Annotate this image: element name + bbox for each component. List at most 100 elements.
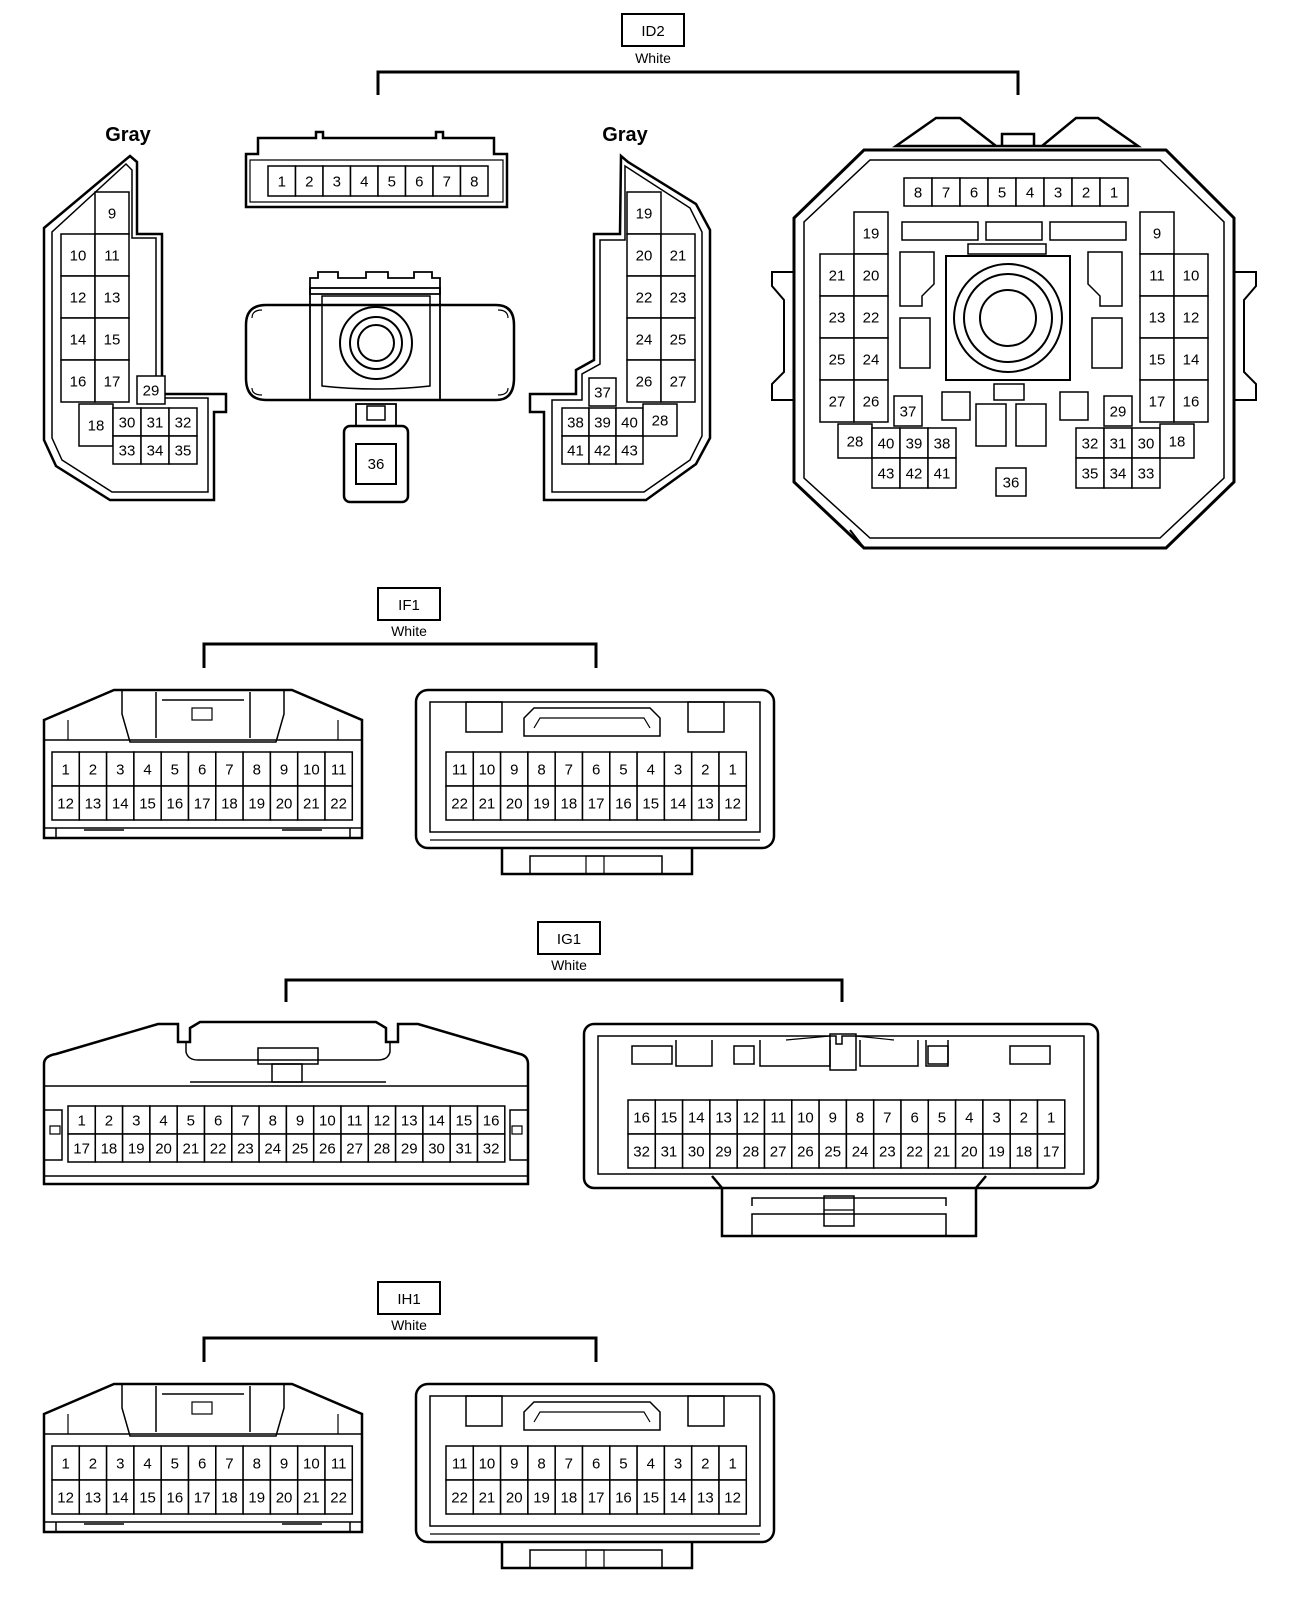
id2-round-housing <box>244 271 516 504</box>
id2-gray-left-pin-10 <box>60 233 96 277</box>
ig1-left-pin-3-label: 3 <box>132 1112 140 1129</box>
id2-top-pin-1 <box>267 165 297 197</box>
id2-top-pin-1-label: 1 <box>278 173 286 190</box>
id2-big-pin-4-label: 4 <box>1026 184 1034 201</box>
ig1-left-pin-14-label: 14 <box>428 1112 445 1129</box>
ig1-right-pin-10-label: 10 <box>797 1109 814 1126</box>
id2-big-pin-29-label: 29 <box>1110 403 1127 420</box>
id2-gray-left-pin-29-label: 29 <box>143 383 160 400</box>
ig1-left-pin-16-label: 16 <box>483 1112 500 1129</box>
if1-left-pin-22-label: 22 <box>330 795 347 812</box>
id2-big-pin-2 <box>1071 177 1101 207</box>
id2-big-pin-41-label: 41 <box>934 465 951 482</box>
ih1-left-pin-22-label: 22 <box>330 1489 347 1506</box>
if1-color-label: White <box>391 623 427 639</box>
id2-big-pin-16 <box>1173 379 1209 423</box>
id2-gray-left-pin-33-label: 33 <box>119 443 136 460</box>
id2-big-pin-7 <box>931 177 961 207</box>
id2-big-pin-40-label: 40 <box>878 435 895 452</box>
if1-left-pin-14-label: 14 <box>112 795 129 812</box>
ih1-right-pin-7-label: 7 <box>565 1455 573 1472</box>
id2-big-pin-11 <box>1139 253 1175 297</box>
id2-gray-right-pin-27-label: 27 <box>670 373 687 390</box>
ig1-left-pin-19 <box>121 1133 151 1163</box>
ig1-code-box <box>537 921 601 955</box>
id2-big-pin-19-label: 19 <box>863 225 880 242</box>
ig1-left-pin-5 <box>176 1105 206 1135</box>
ig1-color-label: White <box>551 957 587 973</box>
if1-left-pin-14 <box>105 785 135 821</box>
ig1-right-pin-22-label: 22 <box>906 1143 923 1160</box>
id2-big-pin-20-label: 20 <box>863 267 880 284</box>
ih1-right-pin-20 <box>499 1479 529 1515</box>
if1-right-pin-9-label: 9 <box>510 761 518 778</box>
id2-gray-left-pin-16 <box>60 359 96 403</box>
id2-top-pin-7 <box>432 165 462 197</box>
id2-big-pin-36 <box>995 467 1027 497</box>
ig1-left-pin-20 <box>149 1133 178 1163</box>
id2-big-pin-14 <box>1173 337 1209 381</box>
id2-big-pin-13-label: 13 <box>1149 309 1166 326</box>
id2-big-pin-15-label: 15 <box>1149 351 1166 368</box>
ig1-left-pin-6-label: 6 <box>214 1112 222 1129</box>
id2-gray-right-pin-25-label: 25 <box>670 331 687 348</box>
id2-gray-right-pin-39-label: 39 <box>594 414 611 431</box>
if1-left-pin-1-label: 1 <box>61 761 69 778</box>
if1-left-pin-19 <box>242 785 272 821</box>
ih1-right-pin-17-label: 17 <box>588 1489 605 1506</box>
id2-gray-right-pin-39 <box>588 407 617 437</box>
id2-big-pin-21 <box>819 253 855 297</box>
id2-gray-right-pin-43 <box>615 435 644 465</box>
ih1-right-pin-22 <box>445 1479 475 1515</box>
if1-right-pin-14 <box>663 785 693 821</box>
ig1-right-pin-12-label: 12 <box>743 1109 760 1126</box>
ih1-left-pin-20-label: 20 <box>276 1489 293 1506</box>
ig1-right-pin-2 <box>1009 1099 1039 1135</box>
ih1-right-pin-17 <box>581 1479 611 1515</box>
if1-left-pin-20-label: 20 <box>276 795 293 812</box>
if1-left-pin-16 <box>160 785 190 821</box>
ig1-left-pin-8-label: 8 <box>269 1112 277 1129</box>
if1-left-pin-19-label: 19 <box>248 795 265 812</box>
id2-big-pin-42-label: 42 <box>906 465 923 482</box>
id2-big-pin-30-label: 30 <box>1138 435 1155 452</box>
if1-right-pin-15-label: 15 <box>642 795 659 812</box>
id2-big-pin-39-label: 39 <box>906 435 923 452</box>
ih1-left-pin-19 <box>242 1479 272 1515</box>
ig1-right-pin-28 <box>736 1133 766 1169</box>
if1-right-pin-22-label: 22 <box>451 795 468 812</box>
ig1-left-pin-1-label: 1 <box>77 1112 85 1129</box>
ig1-left-pin-21-label: 21 <box>183 1140 200 1157</box>
ih1-left-pin-19-label: 19 <box>248 1489 265 1506</box>
id2-big-pin-16-label: 16 <box>1183 393 1200 410</box>
ig1-left-pin-25-label: 25 <box>292 1140 309 1157</box>
ih1-right-pin-8-label: 8 <box>537 1455 545 1472</box>
id2-big-pin-6 <box>959 177 989 207</box>
id2-top-pin-5-label: 5 <box>388 173 396 190</box>
ig1-right-pin-13-label: 13 <box>715 1109 732 1126</box>
ig1-right-pin-20 <box>954 1133 984 1169</box>
ig1-right-pin-15-label: 15 <box>661 1109 678 1126</box>
ig1-left-pin-32 <box>476 1133 506 1163</box>
id2-gray-right-pin-41-label: 41 <box>567 442 584 459</box>
ig1-right-pin-32-label: 32 <box>633 1143 650 1160</box>
ig1-left-pin-31-label: 31 <box>456 1140 473 1157</box>
ig1-right-pin-29 <box>709 1133 738 1169</box>
id2-big-pin-32-label: 32 <box>1082 435 1099 452</box>
id2-big-pin-12 <box>1173 295 1209 339</box>
id2-big-pin-33-label: 33 <box>1138 465 1155 482</box>
id2-gray-left-pin-14-label: 14 <box>70 331 87 348</box>
ih1-left-pin-12 <box>51 1479 81 1515</box>
if1-left-pin-17-label: 17 <box>194 795 211 812</box>
id2-gray-right-label: Gray <box>602 124 648 146</box>
ig1-right-pin-31-label: 31 <box>661 1143 678 1160</box>
if1-left-pin-1 <box>51 751 81 787</box>
if1-left-pin-3 <box>105 751 135 787</box>
id2-gray-right-pin-28-label: 28 <box>652 412 669 429</box>
ih1-right-pin-18-label: 18 <box>561 1489 578 1506</box>
